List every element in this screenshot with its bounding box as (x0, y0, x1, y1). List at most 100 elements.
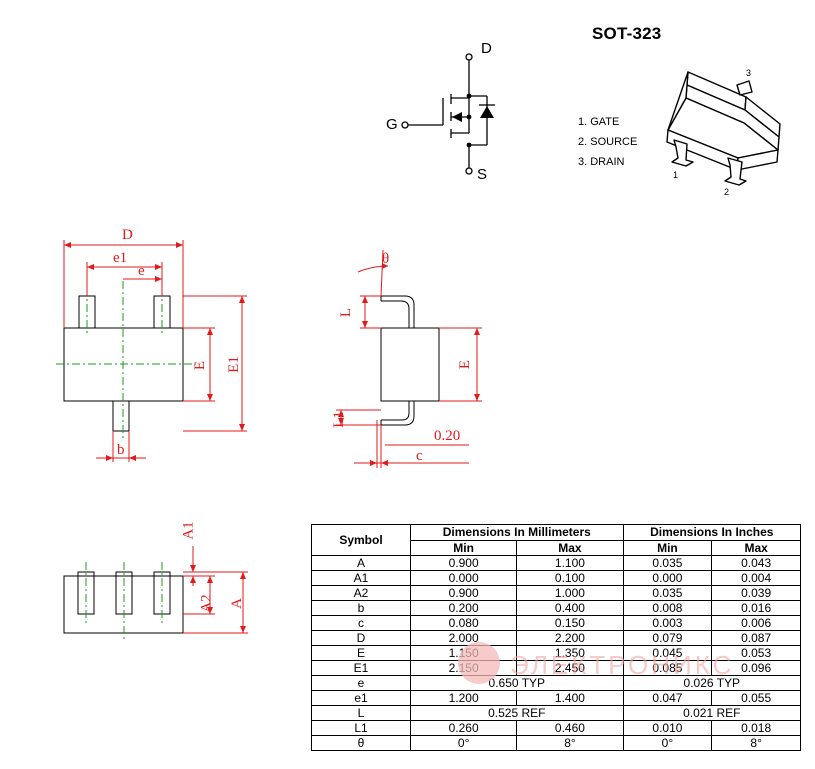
table-row: L1 0.260 0.460 0.010 0.018 (311, 720, 801, 736)
pin-item-gate: 1. GATE (578, 116, 620, 128)
cell-in-min: 0.003 (622, 615, 713, 631)
table-header-inches: Dimensions In Inches (622, 524, 802, 541)
table-header-symbol: Symbol (311, 524, 411, 556)
cell-in-min: 0.008 (622, 600, 713, 616)
dim-label-a2: A2 (198, 594, 215, 613)
cell-symbol: c (311, 615, 411, 631)
dim-label-b: b (117, 442, 125, 458)
dim-label-e1: e1 (113, 250, 128, 266)
cell-in-max: 0.043 (711, 555, 801, 571)
pin-item-drain: 3. DRAIN (578, 156, 625, 168)
cell-symbol: e (311, 675, 411, 691)
cell-in-min: 0.000 (622, 570, 713, 586)
cell-mm-min: 0.260 (409, 720, 518, 736)
cell-in-min: 0.035 (622, 555, 713, 571)
cell-in-min: 0.079 (622, 630, 713, 646)
cell-mm-min: 0.900 (409, 585, 518, 601)
pin-list: 1. GATE 2. SOURCE 3. DRAIN (578, 112, 637, 172)
cell-symbol: L (311, 705, 411, 721)
cell-in-max: 0.039 (711, 585, 801, 601)
cell-mm-max: 8° (516, 735, 624, 751)
table-row: c 0.080 0.150 0.003 0.006 (311, 615, 801, 631)
cell-in-max: 0.018 (711, 720, 801, 736)
cell-symbol: A (311, 555, 411, 571)
dim-label-a: A (228, 598, 245, 609)
cell-in-min: 0.045 (622, 645, 713, 661)
table-row: e1 1.200 1.400 0.047 0.055 (311, 690, 801, 706)
package-title: SOT-323 (592, 24, 662, 43)
table-row: e 0.650 TYP 0.026 TYP (311, 675, 802, 691)
cell-mm-min: 0° (409, 735, 518, 751)
cell-symbol: A2 (311, 585, 411, 601)
cell-symbol: L1 (311, 720, 411, 736)
table-row: A1 0.000 0.100 0.000 0.004 (311, 570, 801, 586)
cell-mm-max: 0.150 (516, 615, 624, 631)
table-row: A2 0.900 1.000 0.035 0.039 (311, 585, 801, 601)
table-row: E 1.150 1.350 0.045 0.053 (311, 645, 801, 661)
cell-symbol: e1 (311, 690, 411, 706)
cell-mm-min: 2.150 (409, 660, 518, 676)
cell-mm-min: 1.200 (409, 690, 518, 706)
pin-number-2: 2 (724, 187, 730, 197)
cell-mm-max: 0.460 (516, 720, 624, 736)
dim-label-e: e (138, 263, 145, 279)
cell-mm-min: 0.900 (409, 555, 518, 571)
cell-in-max: 0.096 (711, 660, 801, 676)
cell-in-min: 0° (622, 735, 713, 751)
cell-mm-max: 1.400 (516, 690, 624, 706)
cell-mm-max: 1.100 (516, 555, 624, 571)
cell-in-max: 0.053 (711, 645, 801, 661)
table-row: b 0.200 0.400 0.008 0.016 (311, 600, 801, 616)
table-row: θ 0° 8° 0° 8° (311, 735, 801, 751)
cell-mm-max: 1.350 (516, 645, 624, 661)
cell-in-min: 0.085 (622, 660, 713, 676)
dim-label-c: c (416, 448, 423, 464)
table-header-in-min: Min (622, 539, 713, 556)
cell-mm-span: 0.650 TYP (410, 675, 624, 691)
cell-in-max: 0.006 (711, 615, 801, 631)
cell-mm-max: 2.200 (516, 630, 624, 646)
cell-mm-min: 0.000 (409, 570, 518, 586)
cell-symbol: D (311, 630, 411, 646)
cell-in-min: 0.035 (622, 585, 713, 601)
cell-symbol: E1 (311, 660, 411, 676)
pin-item-source: 2. SOURCE (578, 136, 638, 148)
cell-mm-max: 1.000 (516, 585, 624, 601)
cell-symbol: E (311, 645, 411, 661)
cell-symbol: θ (311, 735, 411, 751)
cell-in-max: 0.004 (711, 570, 801, 586)
table-header-mm-min: Min (409, 539, 518, 556)
cell-mm-max: 0.400 (516, 600, 624, 616)
dimensions-table: Symbol Dimensions In Millimeters Dimensi… (311, 524, 802, 751)
pin-number-1: 1 (673, 170, 679, 180)
cell-mm-max: 2.450 (516, 660, 624, 676)
cell-in-span: 0.026 TYP (622, 675, 802, 691)
cell-symbol: A1 (311, 570, 411, 586)
cell-mm-max: 0.100 (516, 570, 624, 586)
table-row: A 0.900 1.100 0.035 0.043 (311, 555, 801, 571)
cell-in-max: 8° (711, 735, 801, 751)
cell-in-min: 0.047 (622, 690, 713, 706)
dim-label-a1: A1 (180, 521, 197, 540)
cell-in-min: 0.010 (622, 720, 713, 736)
table-row: E1 2.150 2.450 0.085 0.096 (311, 660, 801, 676)
table-header-mm-max: Max (516, 539, 624, 556)
source-label: S (477, 166, 488, 183)
pin-number-3: 3 (746, 68, 752, 78)
dim-label-d: D (122, 227, 133, 243)
cell-in-max: 0.016 (711, 600, 801, 616)
cell-in-max: 0.087 (711, 630, 801, 646)
table-row: D 2.000 2.200 0.079 0.087 (311, 630, 801, 646)
cell-mm-span: 0.525 REF (410, 705, 624, 721)
dim-label-ref: 0.20 (434, 428, 461, 444)
cell-mm-min: 1.150 (409, 645, 518, 661)
table-row: L 0.525 REF 0.021 REF (311, 705, 802, 721)
gate-label: G (386, 116, 398, 133)
table-header-mm: Dimensions In Millimeters (410, 524, 624, 541)
cell-mm-min: 2.000 (409, 630, 518, 646)
